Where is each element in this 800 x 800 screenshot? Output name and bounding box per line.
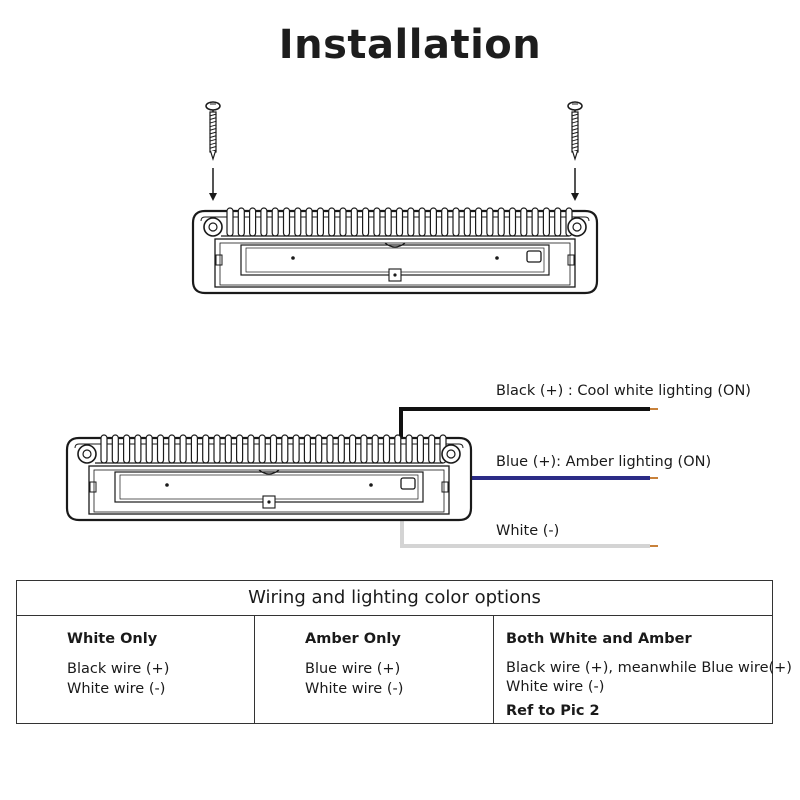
wiring-options-table: Wiring and lighting color options White …	[16, 580, 792, 724]
option-title: Amber Only	[305, 631, 401, 647]
arrow-down-icon	[209, 168, 217, 201]
screw-icon	[567, 101, 583, 160]
option-white-only: White Only Black wire (+) White wire (-)	[17, 616, 255, 723]
light-fixture-icon	[191, 206, 599, 295]
option-amber-only: Amber Only Blue wire (+) White wire (-)	[255, 616, 494, 723]
arrow-down-icon	[571, 168, 579, 201]
blue-wire-label: Blue (+): Amber lighting (ON)	[496, 454, 711, 470]
option-line: Black wire (+)	[67, 661, 170, 677]
screw-icon	[205, 101, 221, 160]
light-fixture-icon	[65, 433, 473, 522]
option-line: White wire (-)	[506, 679, 605, 695]
option-both: Both White and Amber Black wire (+), mea…	[494, 616, 792, 723]
white-wire	[400, 521, 658, 548]
option-title: Both White and Amber	[506, 631, 692, 647]
black-wire	[399, 407, 658, 441]
option-title: White Only	[67, 631, 158, 647]
black-wire-label: Black (+) : Cool white lighting (ON)	[496, 383, 751, 399]
white-wire-label: White (-)	[496, 523, 559, 539]
option-line: White wire (-)	[67, 681, 166, 697]
table-header: Wiring and lighting color options	[17, 581, 772, 616]
option-reference: Ref to Pic 2	[506, 703, 600, 719]
page-title: Installation	[278, 22, 542, 68]
option-line: Black wire (+), meanwhile Blue wire(+)	[506, 660, 792, 676]
option-line: White wire (-)	[305, 681, 404, 697]
option-line: Blue wire (+)	[305, 661, 401, 677]
